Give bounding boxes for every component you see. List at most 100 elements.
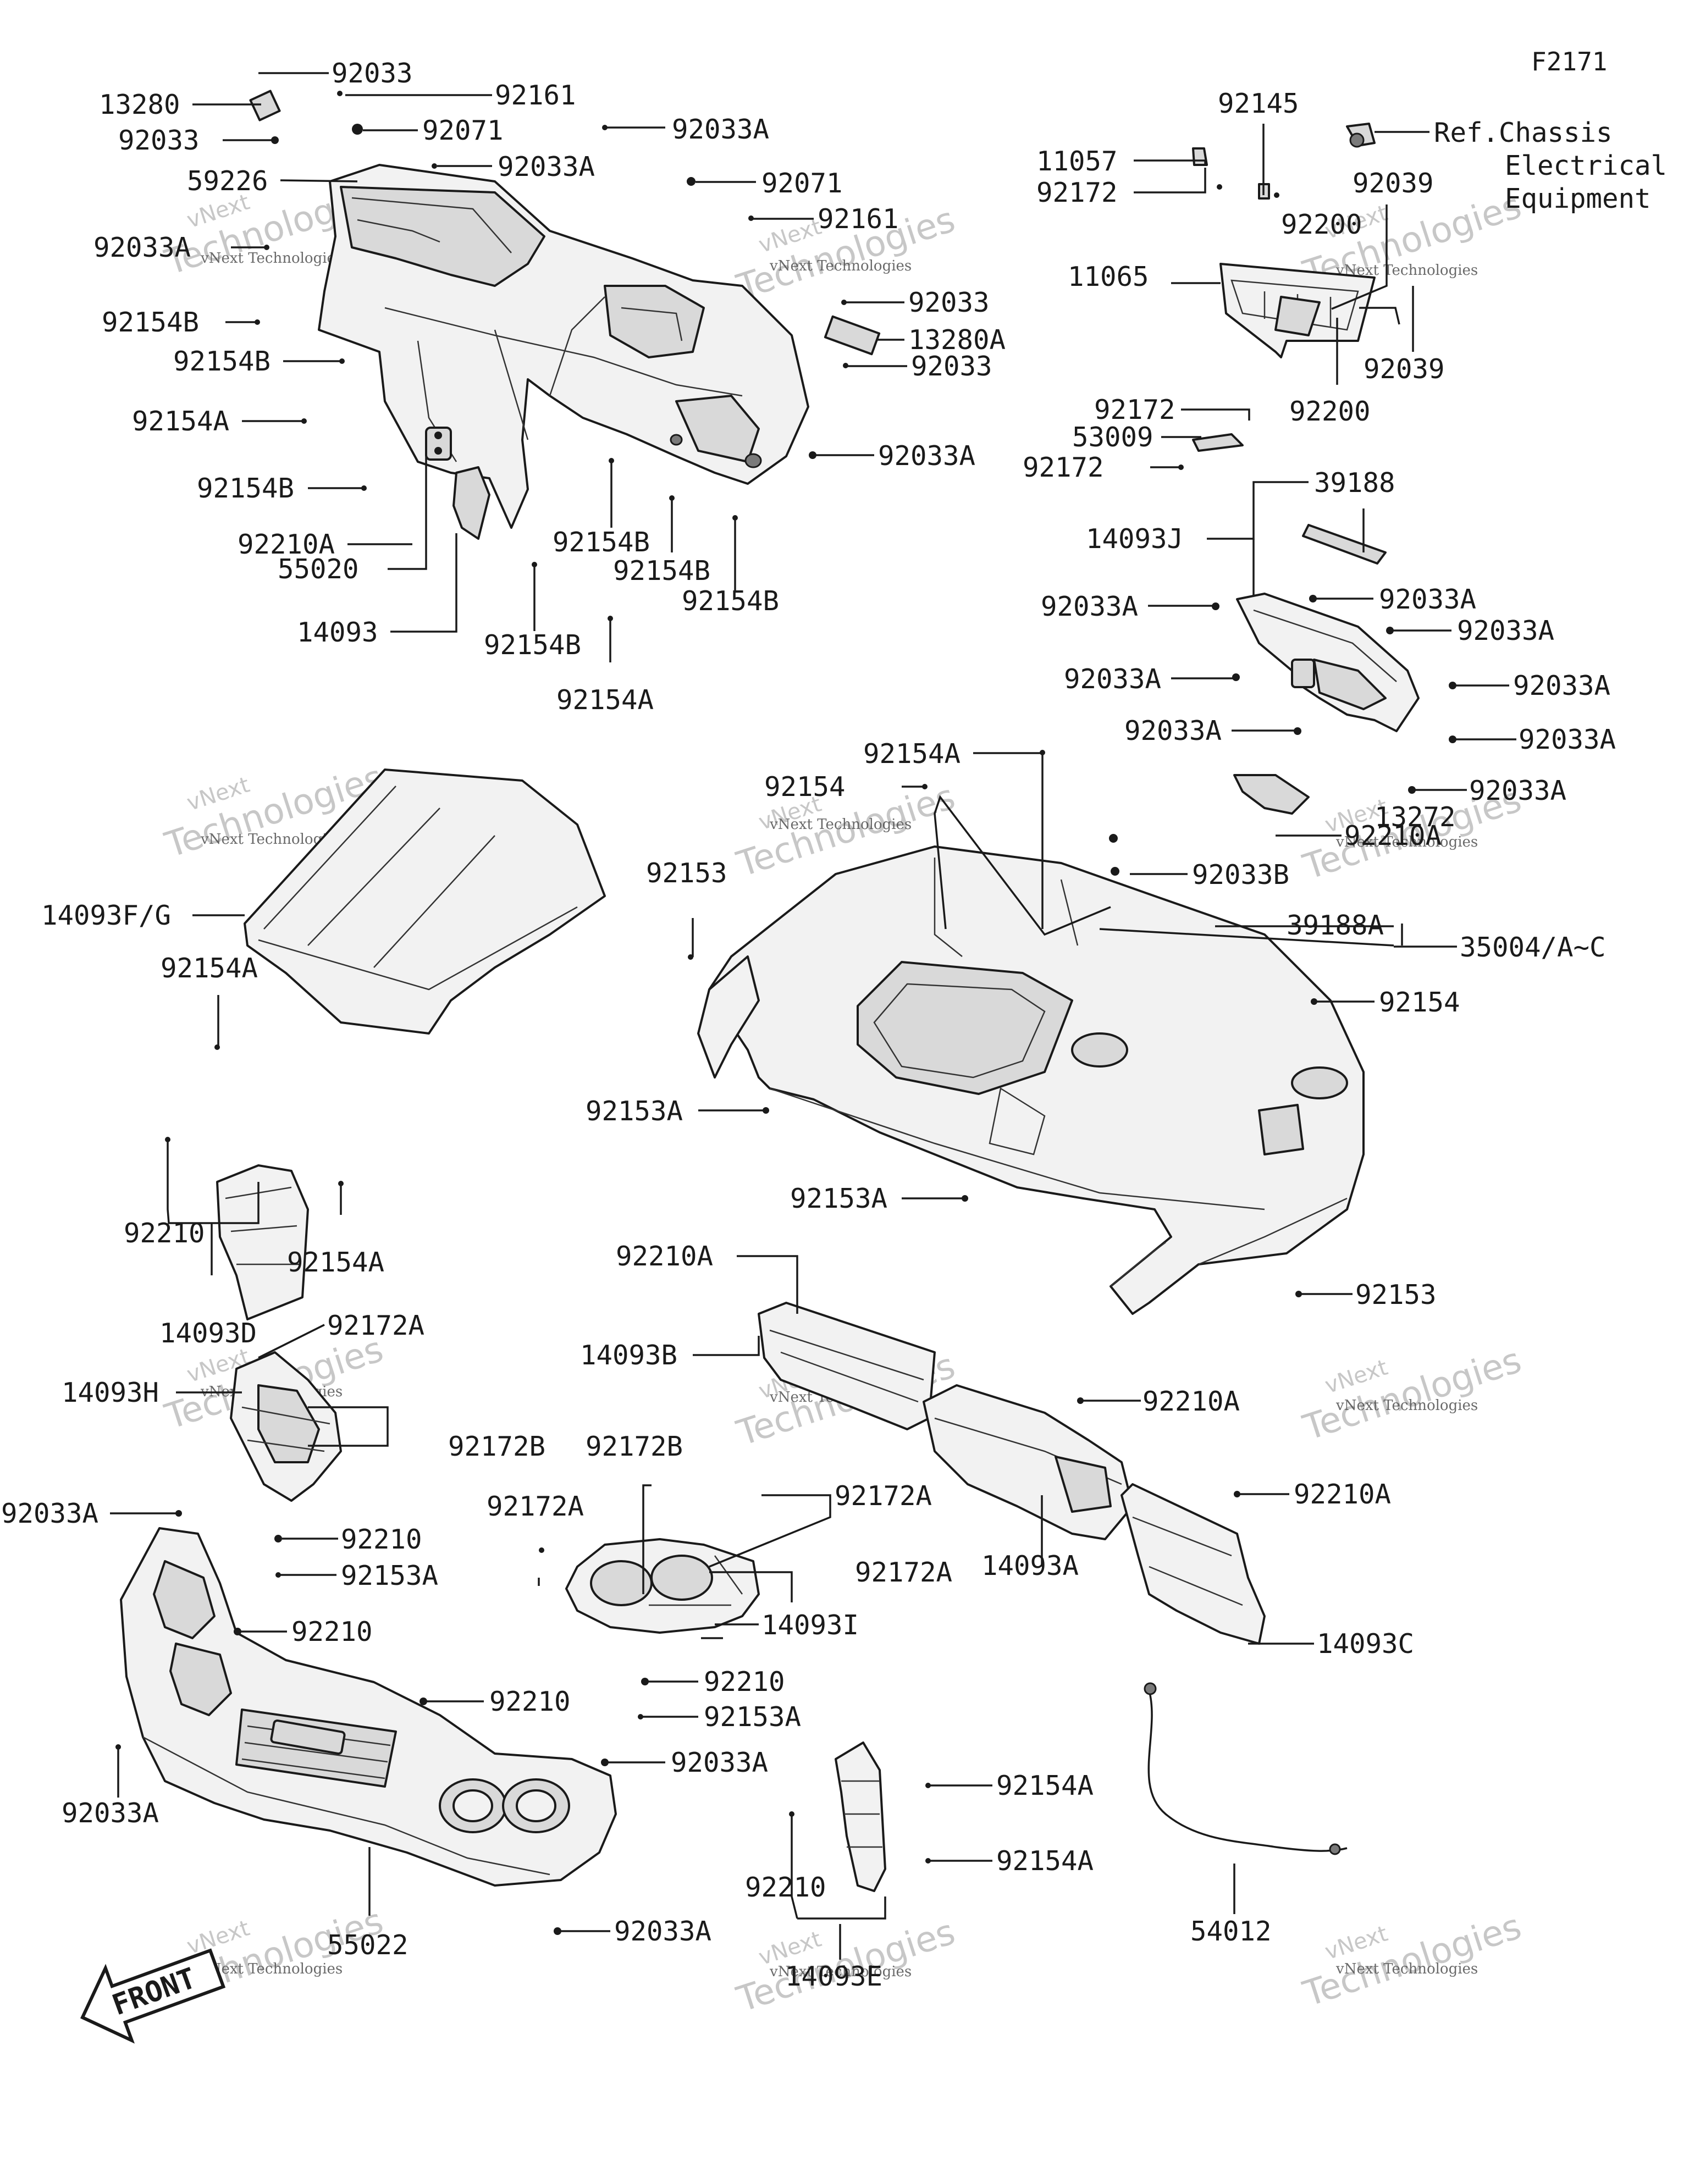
part-label: 13280A <box>908 324 1006 356</box>
part-label: 92153A <box>704 1701 801 1733</box>
reference-note-line: Electrical <box>1505 150 1667 181</box>
part-label: 92033A <box>93 232 191 263</box>
part-label: 35004/A~C <box>1460 932 1606 963</box>
part-label: 92033 <box>908 287 990 318</box>
part-label: 55020 <box>278 554 359 585</box>
watermark-line: vNext Technologies <box>1335 1397 1478 1414</box>
part-label: 39188 <box>1314 467 1395 499</box>
part-label: 92210A <box>1142 1386 1240 1417</box>
part-label: 54012 <box>1190 1916 1272 1947</box>
part-label: 92154B <box>682 585 779 617</box>
part-label: 92200 <box>1289 396 1371 427</box>
part-label: 14093F/G <box>41 900 171 931</box>
watermark-line: vNext Technologies <box>1335 1961 1478 1977</box>
part-label: 92154B <box>173 346 271 377</box>
part-label: 92172 <box>1023 452 1104 483</box>
part-label: 92172A <box>487 1491 584 1522</box>
inner-panel-14093C <box>1121 1483 1266 1645</box>
part-label: 92172B <box>448 1431 545 1462</box>
watermark: Technologies vNext <box>1298 1340 1526 1449</box>
part-label: 92154A <box>556 684 654 716</box>
reference-note-line: Ref.Chassis <box>1434 117 1613 148</box>
front-cover-35004 <box>697 845 1365 1315</box>
headlight-housing-14093I <box>565 1538 760 1634</box>
part-label: 92210A <box>1294 1479 1391 1510</box>
part-label: 92033 <box>118 125 200 156</box>
part-label: 14093E <box>785 1961 882 1992</box>
inner-panel-14093A <box>923 1384 1134 1540</box>
part-label: 92153 <box>646 858 727 889</box>
part-label: 92153A <box>790 1183 887 1214</box>
part-label: 92154B <box>553 527 650 558</box>
part-label: 92172A <box>835 1480 932 1512</box>
part-label: 92154A <box>161 953 258 984</box>
watermark-line: vNext Technologies <box>200 250 343 267</box>
part-label: 92210 <box>745 1872 826 1903</box>
part-label: 92039 <box>1364 353 1445 385</box>
part-label: 92033 <box>332 58 413 89</box>
part-label: 14093H <box>62 1377 159 1408</box>
part-label: 92033B <box>1192 859 1289 891</box>
part-label: 92033A <box>878 440 975 472</box>
part-label: 92172 <box>1094 394 1175 425</box>
storage-box-assembly <box>1219 263 1376 358</box>
watermark-line: vNext Technologies <box>1335 834 1478 850</box>
part-label: 92210 <box>291 1616 373 1647</box>
part-label: 92161 <box>818 203 899 235</box>
part-label: 92172B <box>586 1431 683 1462</box>
part-label: 14093J <box>1086 523 1183 555</box>
part-label: 92071 <box>422 115 504 146</box>
part-label: 92033A <box>672 114 769 145</box>
part-label: 92154 <box>1379 987 1460 1018</box>
part-label: 92153A <box>341 1560 438 1591</box>
part-labels: 92033 13280 92161 92033 92071 92033A 592… <box>1 58 1616 1992</box>
part-label: 92154B <box>197 473 294 504</box>
part-label: 11057 <box>1036 146 1118 177</box>
part-label: 92210 <box>341 1524 422 1555</box>
part-label: 92033A <box>1041 591 1138 622</box>
part-label: 92033A <box>1 1498 98 1529</box>
part-label: 92210A <box>1344 820 1442 852</box>
decal-39188 <box>1302 524 1387 565</box>
part-label: 39188A <box>1287 910 1384 941</box>
leader-lines <box>110 72 1516 1960</box>
part-label: 92033A <box>1124 715 1222 747</box>
part-label: 92145 <box>1218 88 1299 119</box>
part-label: 92154A <box>996 1845 1094 1877</box>
part-label: 92172A <box>855 1557 952 1588</box>
reference-note-line: Equipment <box>1505 183 1651 214</box>
part-label: 92200 <box>1281 209 1362 240</box>
part-label: 92154A <box>863 738 961 770</box>
part-label: 11065 <box>1068 261 1149 292</box>
part-label: 92153A <box>586 1096 683 1127</box>
front-direction-arrow: FRONT <box>80 1948 226 2044</box>
part-label: 53009 <box>1072 422 1153 453</box>
clip-53009 <box>1192 433 1244 452</box>
part-label: 92172 <box>1036 177 1118 208</box>
part-label: 14093B <box>580 1340 677 1371</box>
part-label: 92071 <box>761 168 843 199</box>
inner-fender-14093B <box>758 1302 936 1430</box>
part-label: 14093 <box>297 617 378 648</box>
part-label: 92154A <box>132 406 229 437</box>
part-label: 55022 <box>327 1929 409 1961</box>
cable-54012 <box>1147 1690 1348 1852</box>
part-drawings <box>115 90 1456 1935</box>
part-label: 92210A <box>238 529 335 560</box>
bracket-14093 <box>452 466 490 540</box>
part-label: 13272 <box>1375 801 1456 833</box>
side-cover-14093J <box>1236 593 1420 732</box>
part-label: 92210A <box>616 1241 713 1272</box>
bracket-13280 <box>249 90 281 121</box>
part-label: 92033A <box>1513 670 1610 701</box>
part-label: 92161 <box>495 80 576 111</box>
watermark: Technologies vNext <box>732 1912 960 2021</box>
part-label: 92154B <box>102 307 199 338</box>
figure-code: F2171 <box>1531 47 1607 76</box>
part-label: 92154 <box>764 771 846 803</box>
part-label: 92154A <box>287 1247 384 1278</box>
roof-panel-14093F-G <box>244 768 606 1035</box>
bracket-13280A <box>824 315 881 356</box>
watermark-line: vNext Technologies <box>769 258 912 274</box>
